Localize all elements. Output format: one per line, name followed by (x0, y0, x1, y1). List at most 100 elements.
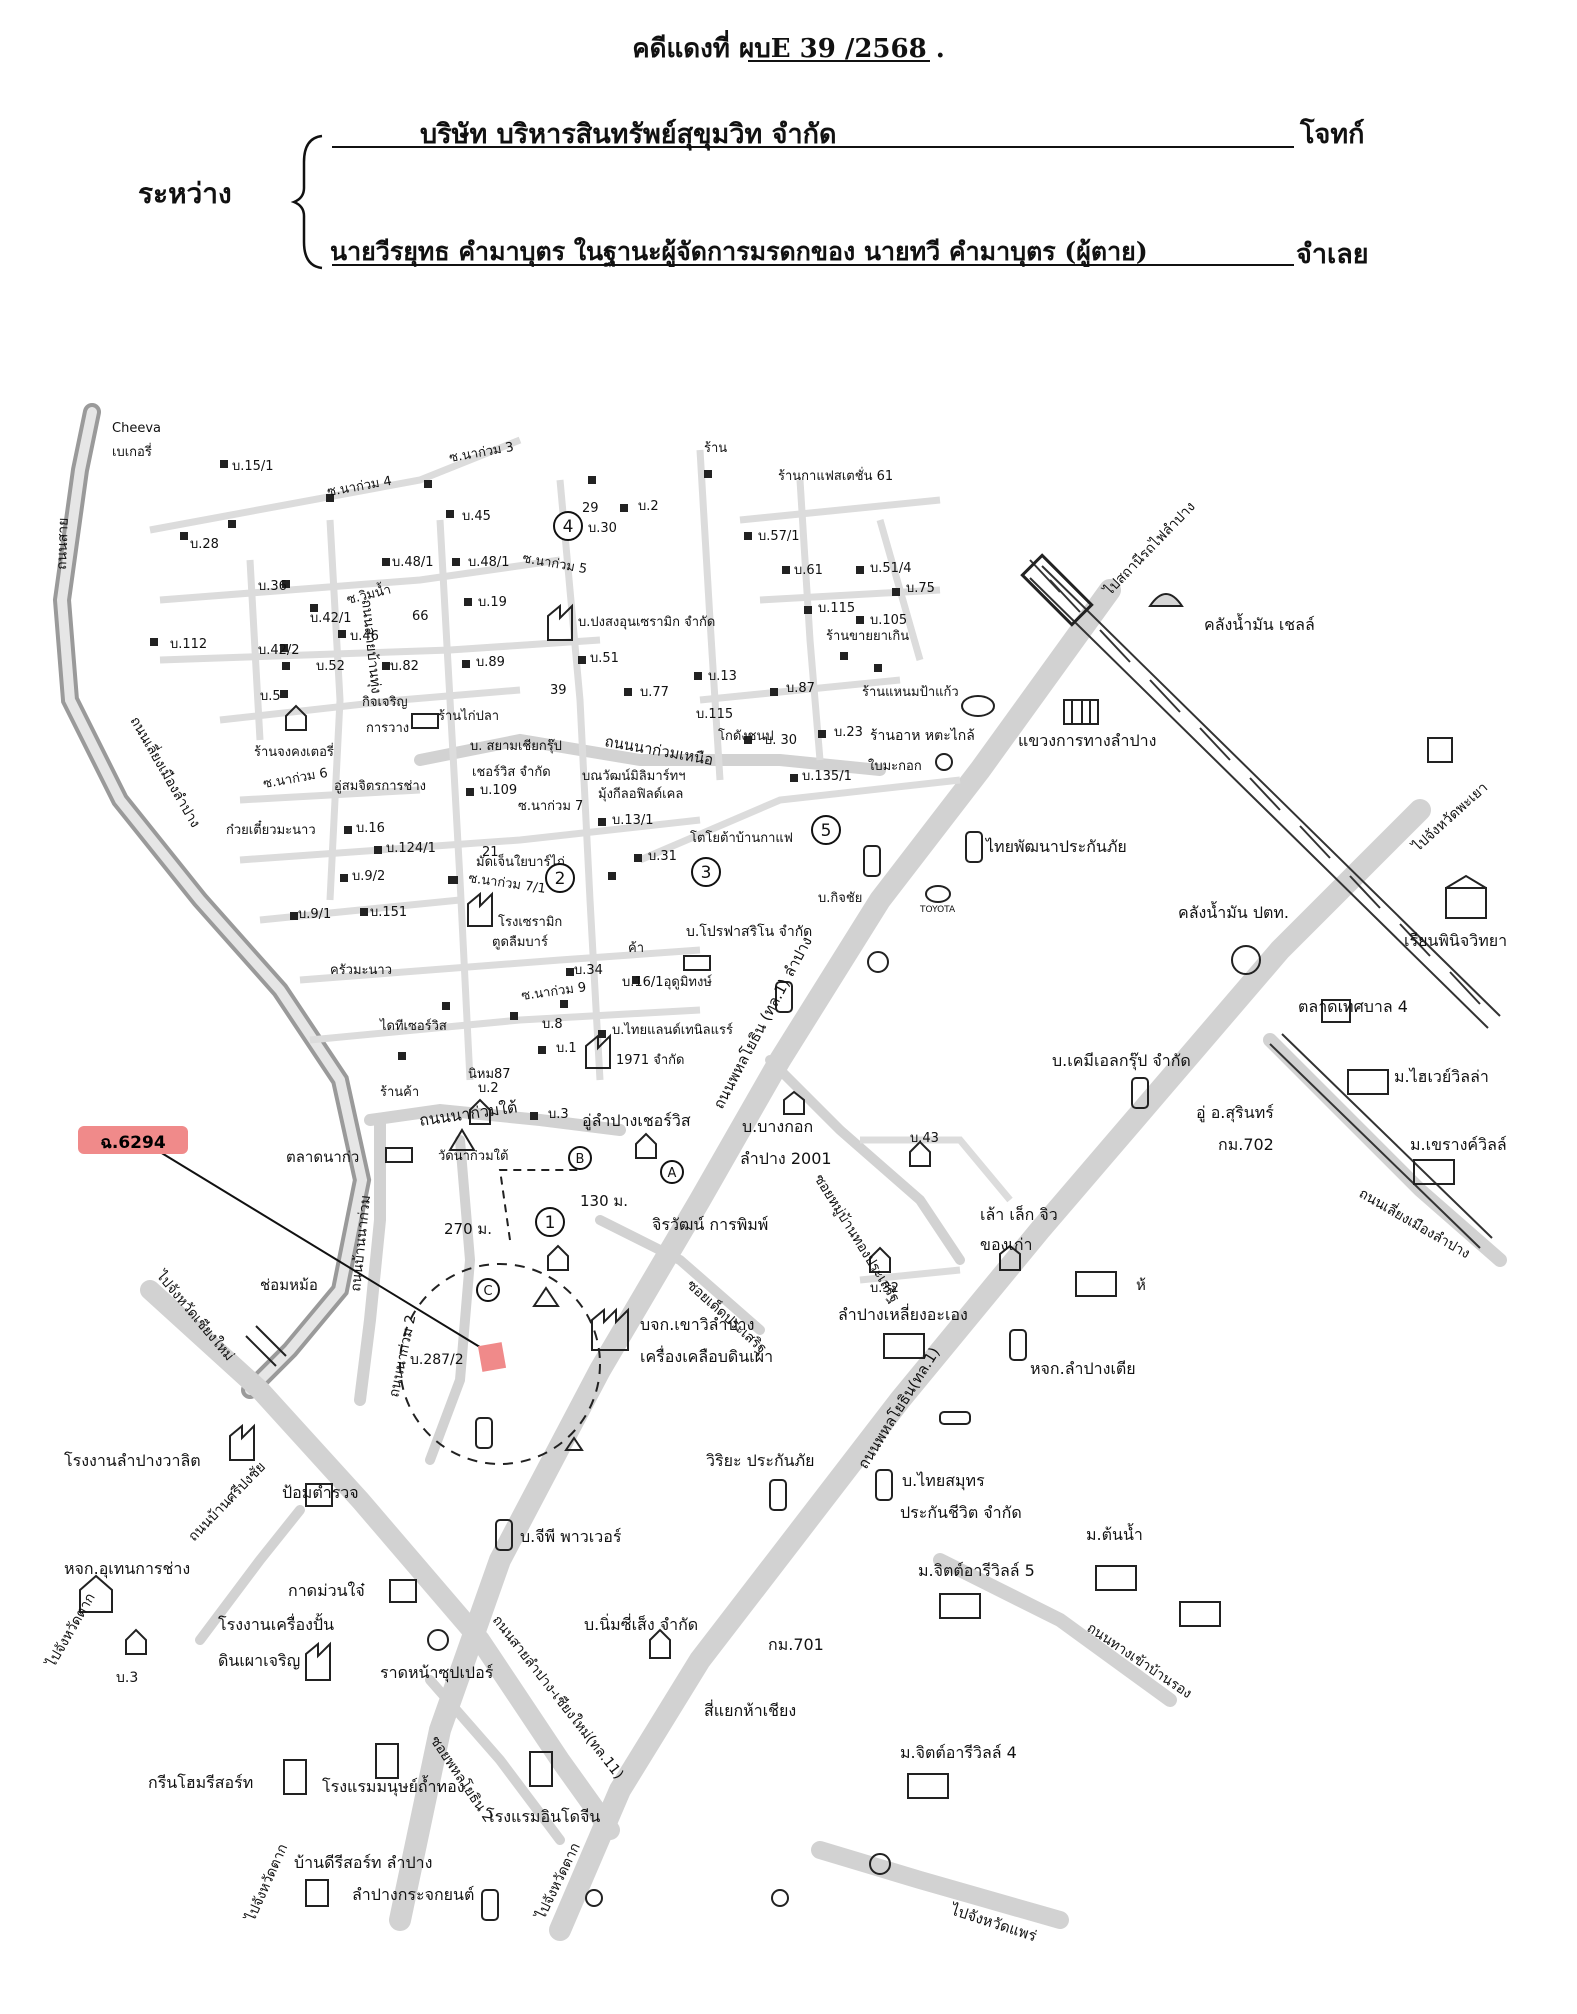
map-label: ม.เขรางค์วิลล์ (1410, 1135, 1507, 1154)
map-label: โรงงานลำปางวาลิต (64, 1451, 201, 1470)
map-label: ถนนสาย (54, 517, 72, 570)
map-label: บ.42/2 (258, 643, 300, 658)
school-icon (1445, 874, 1487, 919)
house-icon (999, 1244, 1021, 1271)
map-label: สี่แยกห้าเชียง (704, 1699, 796, 1720)
kadmuan-icon (389, 1579, 417, 1603)
lettered-point: C (476, 1278, 500, 1302)
map-label: บ.ไทยสมุทร (902, 1471, 985, 1491)
map-label: บ.34 (574, 963, 603, 978)
between-label: ระหว่าง (138, 177, 232, 210)
svg-text:B: B (576, 1152, 585, 1167)
map-label: บ.42/1 (310, 611, 352, 626)
map-label: บ.เคมีเอลกรุ๊ป จำกัด (1052, 1051, 1191, 1071)
insurance-building-icon (495, 1519, 513, 1551)
map-label: บ.287/2 (410, 1352, 464, 1368)
map-label: ถนนทางเข้าบ้านรอง (1084, 1620, 1195, 1702)
left-bypass-inner (56, 407, 368, 1395)
map-label: ตลาดนาก่ว (286, 1148, 359, 1166)
map-label: บ.16/1อุดูมิทงษ์ (622, 974, 712, 990)
map-label: ลำปางเหลี่ยงอะเอง (838, 1303, 968, 1324)
tree-icon (427, 1629, 449, 1651)
map-label: กรีนโฮมรีสอร์ท (148, 1773, 253, 1792)
small-sois (149, 436, 1013, 1284)
case-underline (748, 60, 930, 62)
map-label: บ.61 (794, 563, 823, 578)
map-label: บ.5 (260, 689, 281, 704)
map-label: ช่อมหม้อ (260, 1276, 318, 1294)
map-label: จิรวัฒน์ การพิมพ์ (652, 1215, 768, 1234)
land-plot-marker (78, 1126, 188, 1154)
map-label: โตโยต้าบ้านกาแฟ (690, 830, 793, 846)
house-icon (635, 1132, 657, 1159)
case-number: คดีแดงที่ ผบE 39 /2568 . (632, 34, 945, 64)
marker-leader-line (159, 1151, 489, 1353)
map-label: ถนนบ้านศรีปงชัย (185, 1459, 269, 1545)
left-bypass-road (52, 403, 372, 1399)
map-label: บ.13/1 (612, 813, 654, 828)
map-label: บ.30 (588, 521, 617, 536)
small-building-icon (1427, 737, 1453, 763)
map-label: คลังน้ำมัน ปตท. (1178, 901, 1289, 922)
map-label: บ.115 (696, 707, 733, 722)
map-label: ห้ (1136, 1276, 1146, 1294)
map-label: บ.75 (906, 581, 935, 596)
map-label: บ.23 (834, 725, 863, 740)
map-label: โกดังชนป (718, 728, 774, 744)
temple-icon (448, 1128, 476, 1151)
map-label: บ.43 (910, 1131, 939, 1146)
map-label: อู่สมจิตรการช่าง (334, 779, 426, 794)
circled-number: 5 (811, 815, 841, 845)
map-label: ตลาดเทศบาล 4 (1298, 997, 1408, 1016)
land-plot-marker-label: ฉ.6294 (100, 1133, 166, 1153)
map-label: ร้านอาห หตะไกล้ (870, 727, 975, 744)
svg-text:5: 5 (821, 821, 832, 841)
map-label: ไทยพัฒนาประกันภัย (984, 837, 1127, 856)
map-label: วัดนาก่วมใต้ (438, 1148, 508, 1164)
map-label: บ.3 (548, 1107, 569, 1122)
house-icon (547, 1244, 569, 1271)
railway-branch (1269, 1033, 1493, 1249)
map-label: 1971 จำกัด (616, 1053, 684, 1068)
map-label: ร้านขายยาเกิน (826, 629, 909, 644)
defendant-underline (332, 264, 1294, 266)
phahonyothin-highway (389, 579, 1121, 1931)
map-label: 29 (582, 501, 599, 516)
car-icon (939, 1411, 971, 1425)
map-label: ม.ไฮเวย์วิลล่า (1394, 1067, 1489, 1086)
map-label: มุ้งกีลอฟิลด์เคล (598, 786, 683, 802)
svg-text:2: 2 (555, 869, 566, 889)
map-label: บ.57/1 (758, 529, 800, 544)
map-label: ร้านแหนมป้าแก้ว (862, 685, 959, 700)
map-label: บ้านดีรีสอร์ท ลำปาง (294, 1853, 432, 1872)
map-label: บ.48/1 (392, 555, 434, 570)
map-label: เบเกอรี่ (112, 443, 152, 460)
plaintiff-name: บริษัท บริหารสินทรัพย์สุขุมวิท จำกัด (420, 119, 837, 150)
svg-text:C: C (483, 1284, 492, 1299)
factory-icon (591, 1307, 629, 1351)
ded-prasert-soi (595, 1215, 765, 1335)
map-label: 21 (482, 845, 499, 860)
radius-circle (399, 1263, 601, 1465)
svg-text:3: 3 (701, 863, 712, 883)
map-label: ร้านกาแฟสเตชั่น 61 (778, 467, 893, 484)
tree-icon (585, 1889, 603, 1907)
tree-icon (869, 1853, 891, 1875)
map-label: บ.51 (590, 651, 619, 666)
insurance-building-icon (475, 1417, 493, 1449)
village-icon (1413, 1159, 1455, 1185)
map-label: ไปจังหวัดตาก (242, 1841, 292, 1924)
map-label: บ.48/1 (468, 555, 510, 570)
office-icon (1063, 699, 1099, 725)
chiangmai-diagonal-road (140, 1280, 620, 1840)
map-label: บ.28 (190, 537, 219, 552)
market-icon (1321, 999, 1351, 1023)
map-label: อู่ อ.สุรินทร์ (1196, 1103, 1274, 1123)
shop-icon (385, 1147, 413, 1163)
map-label: เชอร์วิส จำกัด (472, 764, 551, 780)
map-label: ซ.นาก่วม 7 (518, 799, 583, 814)
insurance-building-icon (863, 845, 881, 877)
map-label: ประกันชีวิต จำกัด (900, 1503, 1022, 1522)
